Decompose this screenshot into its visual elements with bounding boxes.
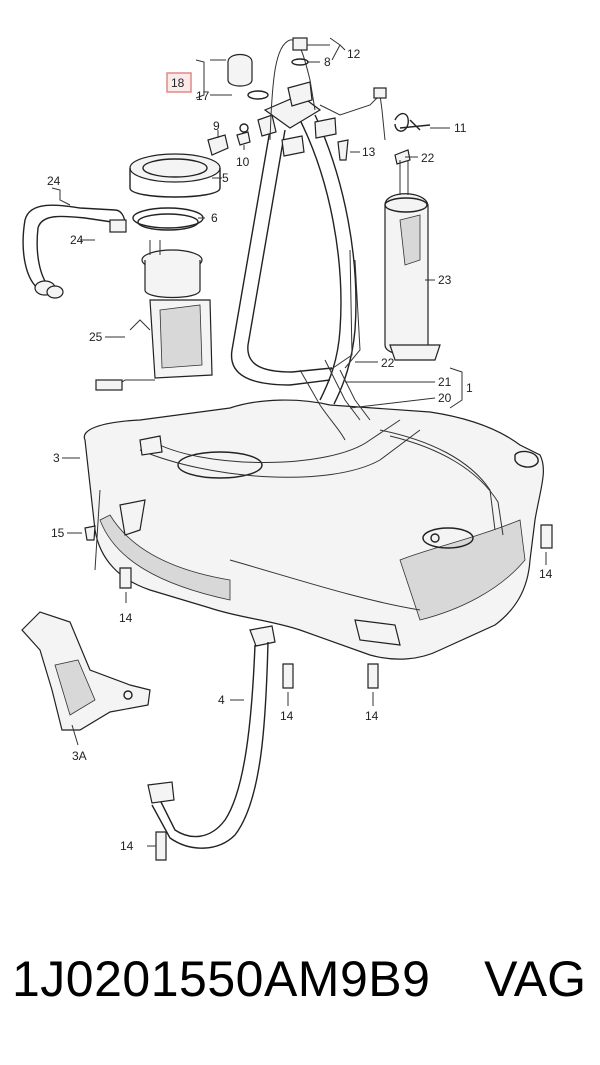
leader-lines — [51, 37, 547, 847]
fuel-tank — [83, 399, 544, 660]
label-20: 20 — [438, 391, 452, 405]
label-17: 17 — [196, 89, 210, 103]
label-3a: 3A — [72, 749, 87, 763]
seal-ring — [132, 207, 204, 231]
label-6: 6 — [211, 211, 218, 225]
label-8: 8 — [324, 55, 331, 69]
label-13: 13 — [362, 145, 376, 159]
label-1: 1 — [466, 381, 473, 395]
label-10: 10 — [236, 155, 250, 169]
fuel-pump-module — [95, 240, 213, 391]
part-number: 1J0201550AM9B9 — [12, 951, 431, 1007]
filler-pipe-assembly — [230, 81, 371, 441]
label-9: 9 — [213, 119, 220, 133]
bolts — [119, 524, 553, 861]
highlight-box-18[interactable] — [166, 72, 192, 93]
lock-ring — [129, 153, 221, 198]
label-14-bottom: 14 — [120, 839, 134, 853]
label-23: 23 — [438, 273, 452, 287]
brand-name: VAG — [484, 951, 586, 1007]
label-24-lower: 24 — [70, 233, 84, 247]
label-12: 12 — [347, 47, 361, 61]
label-14-right: 14 — [539, 567, 553, 581]
label-11: 11 — [454, 121, 467, 135]
label-21: 21 — [438, 375, 452, 389]
carbon-canister — [384, 149, 441, 361]
fuel-line-24 — [22, 204, 127, 299]
fuel-tank-exploded-diagram: 12 8 18 17 11 9 10 13 22 5 24 24 6 23 25… — [21, 37, 553, 861]
footer-caption: 1J0201550AM9B9 VAG — [0, 950, 600, 1030]
vent-line — [269, 37, 387, 141]
callout-labels: 12 8 18 17 11 9 10 13 22 5 24 24 6 23 25… — [47, 47, 553, 853]
small-fittings — [84, 53, 349, 541]
label-4: 4 — [218, 693, 225, 707]
label-24-top: 24 — [47, 174, 61, 188]
tank-strap — [147, 625, 276, 849]
label-22-lower: 22 — [381, 356, 395, 370]
label-14-center: 14 — [365, 709, 379, 723]
label-22-top: 22 — [421, 151, 435, 165]
bracket-3a — [21, 611, 151, 731]
label-3: 3 — [53, 451, 60, 465]
label-25: 25 — [89, 330, 103, 344]
label-15: 15 — [51, 526, 65, 540]
label-5: 5 — [222, 171, 229, 185]
clip-11 — [394, 113, 431, 132]
label-18[interactable]: 18 — [171, 76, 185, 90]
label-14-left: 14 — [119, 611, 133, 625]
label-14-mid: 14 — [280, 709, 294, 723]
